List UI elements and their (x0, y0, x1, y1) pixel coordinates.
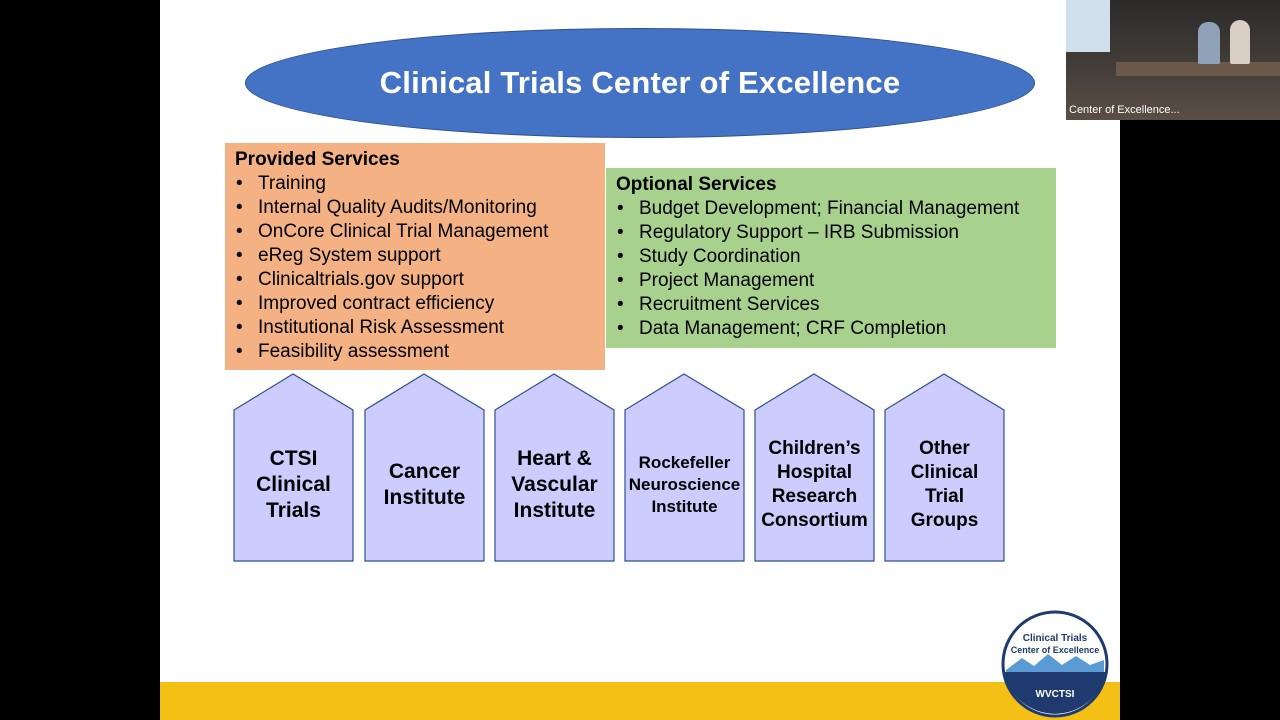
logo-base (1004, 672, 1106, 714)
logo-line2: Center of Excellence (1011, 645, 1100, 655)
optional-services-heading: Optional Services (616, 174, 777, 195)
pillar-childrens-hospital-research-consortium: Children’s Hospital Research Consortium (754, 372, 875, 562)
pillar-shape (754, 373, 875, 562)
list-item: Recruitment Services (616, 293, 1046, 317)
list-item: Training (235, 172, 595, 196)
pillar-label-line: Institute (383, 486, 466, 509)
presentation-slide: Clinical Trials Center of Excellence Pro… (160, 0, 1120, 720)
logo-org: WVCTSI (1036, 689, 1075, 700)
pillar-label-line: Clinical (256, 473, 331, 496)
list-item: OnCore Clinical Trial Management (235, 220, 595, 244)
pillar-shape (364, 373, 485, 562)
pillar-cancer-institute: Cancer Institute (364, 372, 485, 562)
list-item: Study Coordination (616, 245, 1046, 269)
pillar-other-clinical-trial-groups: Other Clinical Trial Groups (884, 372, 1005, 562)
pillar-label-line: Children’s (768, 438, 861, 459)
optional-services-box: Optional Services Budget Development; Fi… (606, 168, 1056, 348)
pillar-label-line: Other (919, 438, 970, 459)
pillar-label-line: Clinical (910, 462, 979, 483)
list-item: Budget Development; Financial Management (616, 197, 1046, 221)
pillar-label: Heart & Vascular Institute (494, 410, 615, 560)
list-item: Institutional Risk Assessment (235, 316, 595, 340)
pillar-label: Rockefeller Neuroscience Institute (624, 410, 745, 560)
pillar-label-line: Hospital (777, 462, 852, 483)
list-item: eReg System support (235, 244, 595, 268)
room-screen (1066, 0, 1110, 52)
pillar-ctsi-clinical-trials: CTSI Clinical Trials (233, 372, 354, 562)
pillar-label-line: Institute (513, 499, 596, 522)
pillar-label-line: Trial (924, 486, 965, 507)
pillar-label-line: Institute (651, 497, 718, 516)
provided-services-list: Training Internal Quality Audits/Monitor… (235, 172, 595, 364)
pillar-shape (233, 373, 354, 562)
optional-services-list: Budget Development; Financial Management… (616, 197, 1046, 341)
participant-figure (1198, 22, 1220, 64)
pillar-label-line: Trials (266, 499, 321, 522)
pillar-label-line: Vascular (511, 473, 598, 496)
pillar-label: Cancer Institute (364, 410, 485, 560)
slide-title: Clinical Trials Center of Excellence (379, 65, 901, 100)
list-item: Project Management (616, 269, 1046, 293)
title-oval: Clinical Trials Center of Excellence (245, 28, 1035, 138)
pillar-label-line: Neuroscience (628, 475, 741, 494)
pillar-shape (884, 373, 1005, 562)
pillar-label: Other Clinical Trial Groups (884, 410, 1005, 560)
pillar-shape (624, 373, 745, 562)
pillar-rockefeller-neuroscience-institute: Rockefeller Neuroscience Institute (624, 372, 745, 562)
list-item: Data Management; CRF Completion (616, 317, 1046, 341)
pillar-label-line: Groups (910, 510, 979, 531)
participant-figure (1230, 20, 1250, 64)
pillar-label-line: Cancer (388, 460, 461, 483)
pillar-label-line: Consortium (761, 510, 868, 531)
list-item: Internal Quality Audits/Monitoring (235, 196, 595, 220)
pillar-shape (494, 373, 615, 562)
pillar-label-line: Rockefeller (638, 453, 731, 472)
list-item: Improved contract efficiency (235, 292, 595, 316)
room-desk (1116, 62, 1280, 76)
list-item: Feasibility assessment (235, 340, 595, 364)
wvctsi-logo: Clinical Trials Center of Excellence WVC… (1001, 610, 1109, 718)
list-item: Regulatory Support – IRB Submission (616, 221, 1046, 245)
provided-services-box: Provided Services Training Internal Qual… (225, 143, 605, 370)
pillar-label: CTSI Clinical Trials (233, 410, 354, 560)
institute-pillars: CTSI Clinical Trials Cancer Institute He… (160, 0, 1120, 720)
participant-video-tile[interactable]: Center of Excellence... (1066, 0, 1280, 120)
pillar-label-line: CTSI (269, 447, 318, 470)
pillar-label-line: Heart & (517, 447, 592, 470)
list-item: Clinicaltrials.gov support (235, 268, 595, 292)
pillar-heart-vascular-institute: Heart & Vascular Institute (494, 372, 615, 562)
video-tile-caption: Center of Excellence... (1069, 104, 1180, 116)
mountain-icon (1006, 654, 1104, 672)
pillar-label: Children’s Hospital Research Consortium (754, 410, 875, 560)
logo-line1: Clinical Trials (1023, 633, 1088, 644)
pillar-label-line: Research (771, 486, 858, 507)
provided-services-heading: Provided Services (235, 149, 400, 170)
slide-footer-bar (160, 682, 1120, 720)
